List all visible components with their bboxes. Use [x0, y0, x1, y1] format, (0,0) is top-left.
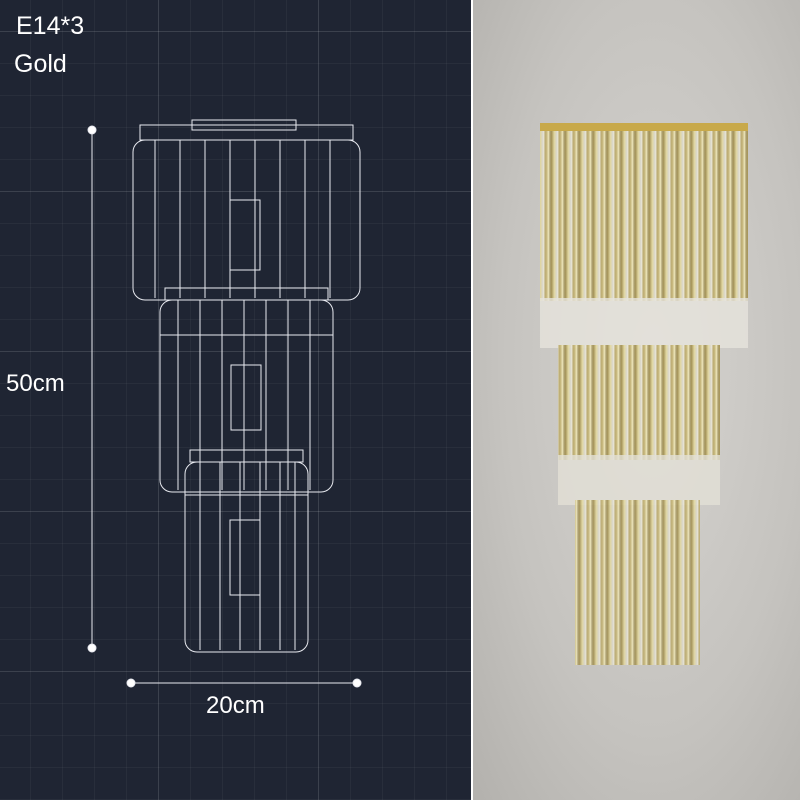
tier-2	[159, 287, 334, 493]
product-photo-panel	[473, 0, 800, 800]
tier-1	[132, 119, 361, 301]
blueprint-panel: E14*3 Gold 50cm 20cm	[0, 0, 471, 800]
tier-3	[184, 449, 309, 653]
crystal-wall-lamp-photo	[540, 123, 748, 665]
finish-label: Gold	[14, 50, 67, 78]
socket-spec-label: E14*3	[16, 12, 85, 40]
width-dimension-line	[126, 678, 362, 688]
width-dimension-label: 20cm	[206, 692, 265, 719]
height-dimension-line	[87, 125, 97, 653]
height-dimension-label: 50cm	[6, 370, 65, 397]
lamp-wireframe-drawing	[87, 119, 362, 688]
